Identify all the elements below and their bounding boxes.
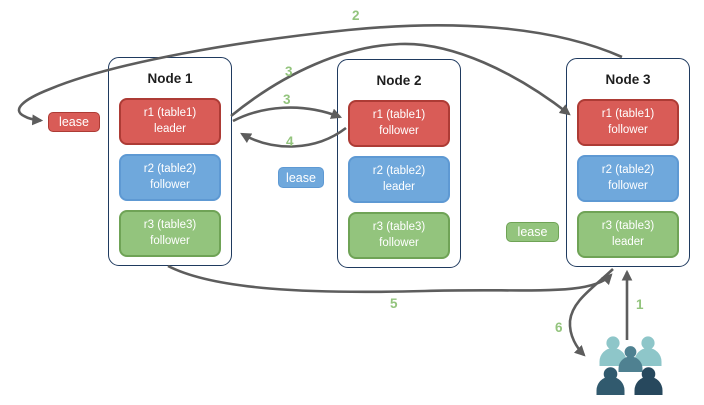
replica-name: r3 (table3) bbox=[601, 220, 655, 233]
node-1-replica-r1: r1 (table1) leader bbox=[119, 98, 221, 145]
replica-name: r1 (table1) bbox=[601, 108, 655, 121]
node-3-replica-r2: r2 (table2) follower bbox=[577, 155, 679, 202]
replica-role: follower bbox=[379, 124, 419, 137]
replica-role: leader bbox=[383, 180, 415, 193]
step-label-6: 6 bbox=[555, 320, 563, 335]
arrow-step-4-node2-to-node1 bbox=[240, 126, 347, 148]
replica-role: follower bbox=[379, 236, 419, 249]
node-3-title: Node 3 bbox=[605, 71, 651, 87]
replica-role: follower bbox=[150, 234, 190, 247]
node-2-replica-r2: r2 (table2) leader bbox=[348, 156, 450, 203]
replica-name: r2 (table2) bbox=[143, 163, 197, 176]
node-3: Node 3 r1 (table1) follower r2 (table2) … bbox=[566, 58, 690, 267]
users-icon bbox=[596, 336, 663, 395]
step-label-2: 2 bbox=[352, 8, 360, 23]
node-1-title: Node 1 bbox=[147, 70, 193, 86]
replica-name: r2 (table2) bbox=[372, 165, 426, 178]
replica-role: follower bbox=[608, 179, 648, 192]
node-3-replica-r1: r1 (table1) follower bbox=[577, 99, 679, 146]
step-label-5: 5 bbox=[390, 296, 398, 311]
lease-badge-r1: lease bbox=[48, 112, 100, 132]
replica-name: r1 (table1) bbox=[372, 109, 426, 122]
node-2-replica-r1: r1 (table1) follower bbox=[348, 100, 450, 147]
step-label-3-lower: 3 bbox=[283, 92, 291, 107]
node-3-replica-r3: r3 (table3) leader bbox=[577, 211, 679, 258]
node-1-replica-r3: r3 (table3) follower bbox=[119, 210, 221, 257]
replica-name: r3 (table3) bbox=[372, 221, 426, 234]
node-2: Node 2 r1 (table1) follower r2 (table2) … bbox=[337, 59, 461, 268]
node-1: Node 1 r1 (table1) leader r2 (table2) fo… bbox=[108, 57, 232, 266]
step-label-4: 4 bbox=[286, 134, 294, 149]
arrow-step-3-node1-to-node2 bbox=[232, 106, 343, 123]
step-label-3-upper: 3 bbox=[285, 64, 293, 79]
replica-role: leader bbox=[154, 122, 186, 135]
replica-name: r1 (table1) bbox=[143, 107, 197, 120]
node-2-title: Node 2 bbox=[376, 72, 422, 88]
replica-role: leader bbox=[612, 235, 644, 248]
lease-badge-r3: lease bbox=[506, 222, 559, 242]
step-label-1: 1 bbox=[636, 297, 644, 312]
replica-role: follower bbox=[608, 123, 648, 136]
replica-role: follower bbox=[150, 178, 190, 191]
replica-name: r3 (table3) bbox=[143, 219, 197, 232]
lease-badge-r2: lease bbox=[278, 167, 324, 188]
arrow-step-5-node1-to-node3 bbox=[167, 264, 613, 294]
node-1-replica-r2: r2 (table2) follower bbox=[119, 154, 221, 201]
node-2-replica-r3: r3 (table3) follower bbox=[348, 212, 450, 259]
replica-name: r2 (table2) bbox=[601, 164, 655, 177]
